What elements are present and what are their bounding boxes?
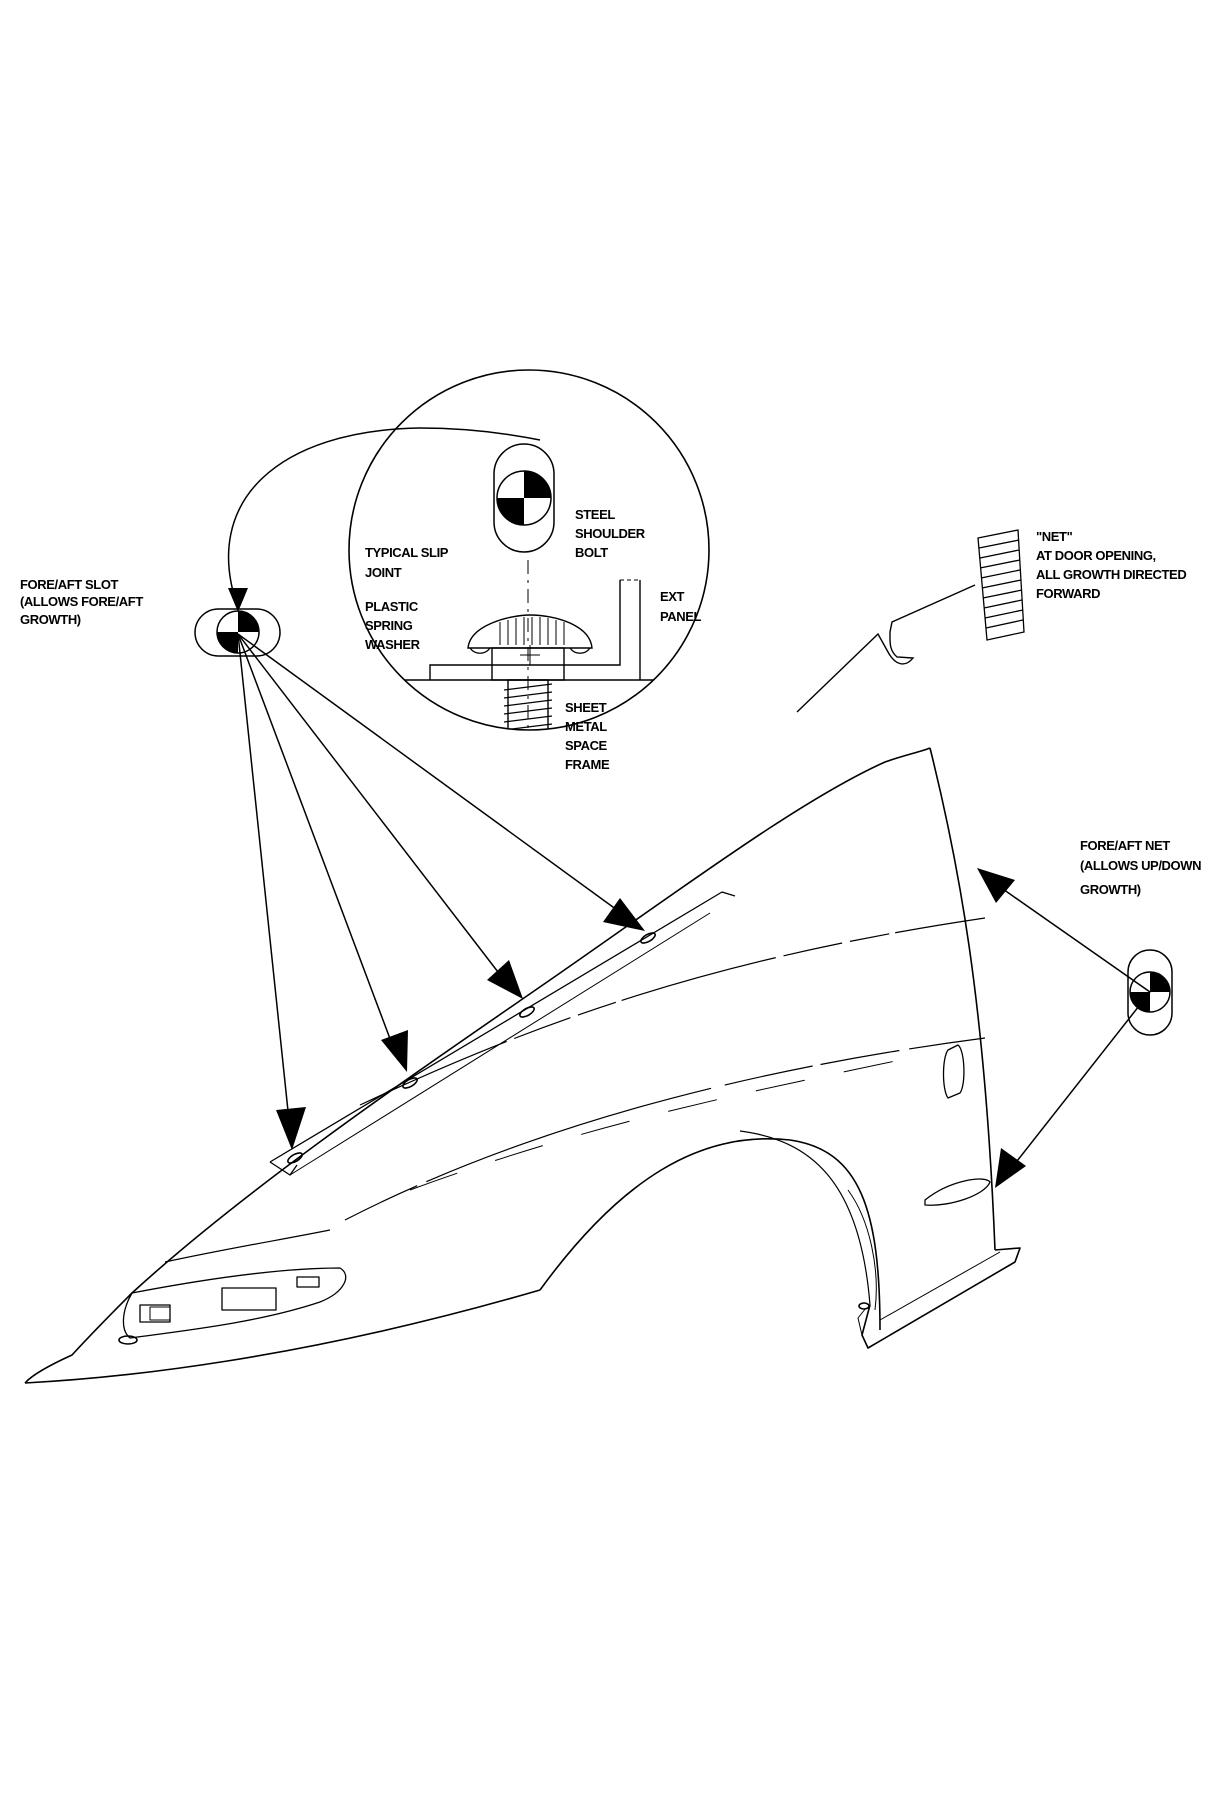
svg-text:PLASTIC: PLASTIC [365,599,419,614]
svg-text:FORWARD: FORWARD [1036,586,1100,601]
label-steel-shoulder-bolt: STEEL SHOULDER BOLT [575,507,646,560]
rail-slot-2 [402,1077,418,1089]
wheel-arch-lip [739,1130,871,1306]
net-hatch-patch [977,529,1025,641]
arrowhead-callout [228,588,248,612]
detail-callout-curve [227,427,541,609]
lamp-window-3 [296,1276,320,1288]
wheel-arch-inner [847,1189,877,1311]
rail-slot-3 [519,1006,535,1018]
svg-text:(ALLOWS FORE/AFT: (ALLOWS FORE/AFT [20,594,143,609]
svg-text:JOINT: JOINT [365,565,402,580]
fender-bottom-edge [24,1289,541,1384]
svg-text:FRAME: FRAME [565,757,610,772]
arrowhead-slot-2 [381,1030,408,1072]
rail-slot-4 [640,932,656,944]
svg-text:EXT: EXT [660,589,685,604]
fender-front-tip [24,1292,133,1384]
svg-text:AT DOOR OPENING,: AT DOOR OPENING, [1036,548,1156,563]
side-marker [942,1044,965,1099]
rocker-flange [861,1247,1021,1349]
svg-text:FORE/AFT SLOT: FORE/AFT SLOT [20,577,119,592]
plastic-spring-washer [467,614,593,649]
detail-slot-outline [493,443,555,553]
lamp-window-2 [221,1287,277,1311]
label-fore-aft-slot: FORE/AFT SLOT (ALLOWS FORE/AFT GROWTH) [20,577,144,627]
crease-upper [359,917,986,1106]
svg-text:GROWTH): GROWTH) [1080,882,1141,897]
svg-text:SPACE: SPACE [565,738,608,753]
forward-growth-arrow [796,584,976,713]
fender-panel [24,747,1021,1384]
crease-middle [164,1229,331,1263]
svg-text:BOLT: BOLT [575,545,608,560]
label-net-at-door-opening: "NET" AT DOOR OPENING, ALL GROWTH DIRECT… [1036,529,1187,601]
front-bolt-hole [118,1335,138,1345]
svg-text:"NET": "NET" [1036,529,1073,544]
wheel-arch-front [539,1138,881,1331]
crease-lower [344,1037,986,1221]
fore-aft-slot-symbol [194,608,281,657]
fender-top-edge [131,747,931,1294]
svg-text:TYPICAL SLIP: TYPICAL SLIP [365,545,449,560]
rail-slot-1 [287,1152,303,1164]
mounting-rail [269,891,736,1163]
detail-circle [348,369,710,731]
leader-lines [227,427,1151,1171]
label-ext-panel: EXT PANEL [660,589,702,624]
arrowhead-net-lower [995,1148,1026,1188]
label-plastic-spring-washer: PLASTIC SPRING WASHER [365,599,421,652]
svg-text:SHEET: SHEET [565,700,607,715]
svg-text:GROWTH): GROWTH) [20,612,81,627]
svg-text:SPRING: SPRING [365,618,413,633]
side-vent [924,1178,991,1206]
svg-text:ALL GROWTH DIRECTED: ALL GROWTH DIRECTED [1036,567,1186,582]
label-fore-aft-net: FORE/AFT NET (ALLOWS UP/DOWN GROWTH) [1080,838,1202,897]
label-typical-slip-joint: TYPICAL SLIP JOINT [365,545,449,580]
label-sheet-metal-space-frame: SHEET METAL SPACE FRAME [565,700,610,772]
svg-text:(ALLOWS UP/DOWN: (ALLOWS UP/DOWN [1080,858,1201,873]
arrowhead-slot-1 [276,1107,306,1150]
arrowhead-slot-4 [603,898,645,931]
arrowheads [228,588,1026,1188]
svg-text:FORE/AFT NET: FORE/AFT NET [1080,838,1170,853]
svg-text:METAL: METAL [565,719,607,734]
arrowhead-slot-3 [487,960,523,999]
svg-text:WASHER: WASHER [365,637,421,652]
arrowhead-net-upper [977,868,1015,903]
fender-rear-edge [929,747,996,1251]
ext-panel [429,580,621,680]
svg-text:SHOULDER: SHOULDER [575,526,646,541]
lamp-window-1 [139,1304,171,1323]
svg-text:PANEL: PANEL [660,609,702,624]
svg-text:STEEL: STEEL [575,507,615,522]
headlamp-recess [122,1267,347,1339]
